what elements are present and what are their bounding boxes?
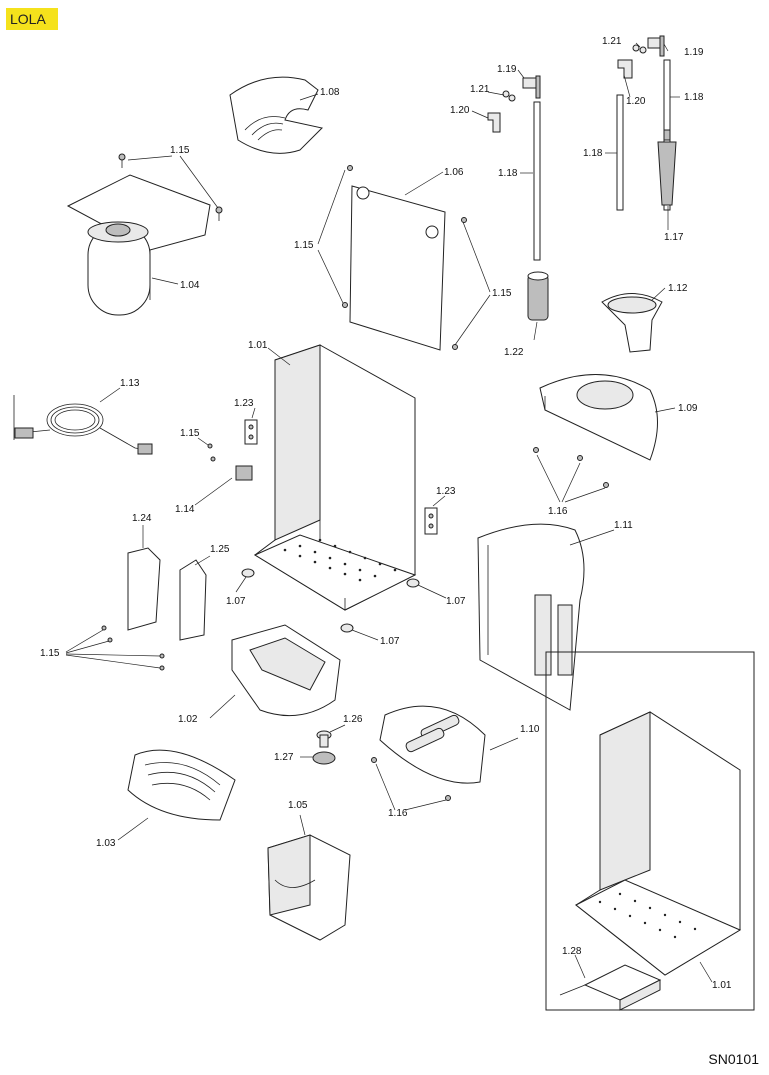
part-1-21-orings-right xyxy=(632,44,647,54)
label-1-20: 1.20 xyxy=(450,105,470,116)
inset-part-1-01-frame xyxy=(575,711,742,976)
label-1-24: 1.24 xyxy=(132,513,152,524)
part-1-19-fitting-right xyxy=(647,35,665,57)
label-1-06: 1.06 xyxy=(444,167,464,178)
part-labels: 1.15 1.08 1.06 1.15 1.15 1.04 1.18 1.22 … xyxy=(40,36,732,991)
part-1-12-cup-holder xyxy=(601,293,663,353)
part-1-11-water-tank xyxy=(477,523,585,711)
label-1-28: 1.28 xyxy=(562,946,582,957)
label-1-12: 1.12 xyxy=(668,283,688,294)
label-1-15: 1.15 xyxy=(180,428,200,439)
inset-part-1-28-control-box xyxy=(559,964,662,1011)
label-1-13: 1.13 xyxy=(120,378,140,389)
part-1-05-grounds-container xyxy=(267,834,351,941)
part-1-06-side-panel xyxy=(342,165,467,351)
label-1-05: 1.05 xyxy=(288,800,308,811)
label-1-27: 1.27 xyxy=(274,752,294,763)
label-1-19: 1.19 xyxy=(684,47,704,58)
label-1-20: 1.20 xyxy=(626,96,646,107)
label-1-23: 1.23 xyxy=(436,486,456,497)
label-1-18: 1.18 xyxy=(498,168,518,179)
model-tag: LOLA xyxy=(6,8,58,30)
part-1-18-tube-left xyxy=(533,101,541,261)
label-1-16: 1.16 xyxy=(548,506,568,517)
screw-1-15 xyxy=(118,153,223,221)
label-1-22: 1.22 xyxy=(504,347,524,358)
label-1-25: 1.25 xyxy=(210,544,230,555)
part-1-04-boiler-assembly xyxy=(66,174,211,316)
label-1-18: 1.18 xyxy=(583,148,603,159)
label-1-15: 1.15 xyxy=(170,145,190,156)
part-1-21-orings-left xyxy=(502,90,516,102)
label-1-26: 1.26 xyxy=(343,714,363,725)
screw-1-15-left xyxy=(101,625,165,671)
label-1-02: 1.02 xyxy=(178,714,198,725)
label-1-11: 1.11 xyxy=(614,520,633,531)
label-1-14: 1.14 xyxy=(175,504,195,515)
part-1-24-bracket xyxy=(127,547,161,631)
label-1-16: 1.16 xyxy=(388,808,408,819)
label-1-04: 1.04 xyxy=(180,280,200,291)
label-1-01: 1.01 xyxy=(248,340,268,351)
part-1-07-feet xyxy=(241,568,420,633)
part-1-26-knob xyxy=(316,730,332,748)
label-1-07: 1.07 xyxy=(446,596,466,607)
label-1-08: 1.08 xyxy=(320,87,340,98)
part-1-03-drip-grid xyxy=(127,749,236,821)
label-1-19: 1.19 xyxy=(497,64,517,75)
part-1-01-main-frame xyxy=(253,344,417,611)
part-1-20-elbow-right xyxy=(617,59,633,79)
label-1-07: 1.07 xyxy=(226,596,246,607)
part-1-19-fitting-left xyxy=(522,75,541,99)
part-1-02-drip-tray xyxy=(231,624,341,717)
label-1-09: 1.09 xyxy=(678,403,698,414)
screw-1-16-upper xyxy=(533,447,609,488)
part-1-08-cup-support xyxy=(229,76,324,154)
label-1-17: 1.17 xyxy=(664,232,684,243)
label-1-03: 1.03 xyxy=(96,838,116,849)
screw-1-16-lower xyxy=(371,757,451,801)
label-1-15: 1.15 xyxy=(40,648,60,659)
part-1-14-switch xyxy=(235,465,253,481)
label-1-15: 1.15 xyxy=(492,288,512,299)
part-1-17-brush xyxy=(657,129,677,206)
part-1-25-bracket xyxy=(179,559,207,641)
part-1-13-power-cord xyxy=(13,395,153,455)
screw-1-15-small xyxy=(207,443,216,462)
part-1-27-knob-base xyxy=(312,751,336,765)
part-1-09-tank-lid xyxy=(539,374,658,461)
label-1-23: 1.23 xyxy=(234,398,254,409)
part-1-20-elbow-left xyxy=(487,112,501,133)
label-1-21: 1.21 xyxy=(602,36,622,47)
label-1-18: 1.18 xyxy=(684,92,704,103)
label-1-07: 1.07 xyxy=(380,636,400,647)
detail-inset-frame xyxy=(545,651,755,1011)
label-1-15: 1.15 xyxy=(294,240,314,251)
leader-lines xyxy=(65,42,713,983)
drawing-code: SN0101 xyxy=(708,1051,759,1067)
part-1-23-terminal-left xyxy=(244,419,258,445)
label-1-21: 1.21 xyxy=(470,84,490,95)
part-1-23-terminal-right xyxy=(424,507,438,535)
label-1-10: 1.10 xyxy=(520,724,540,735)
label-1-01: 1.01 xyxy=(712,980,732,991)
part-1-10-base-cover xyxy=(379,705,486,784)
part-1-22-filter xyxy=(527,271,549,321)
